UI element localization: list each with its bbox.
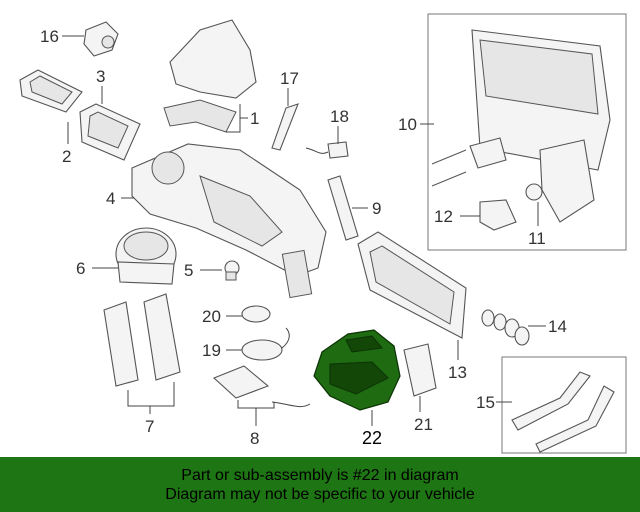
leader-lines [62,35,546,426]
part-5-screw[interactable] [224,260,240,281]
callout-1: 1 [250,109,259,128]
part-7-cabin-filter[interactable] [103,293,181,387]
part-20-cap[interactable] [241,305,271,323]
callout-2: 2 [62,147,71,166]
callout-12: 12 [434,207,453,226]
part-18-sensor[interactable] [305,141,349,159]
part-10-evaporator[interactable] [471,29,611,223]
callout-16: 16 [40,27,59,46]
callout-7: 7 [145,417,154,436]
callout-19: 19 [202,341,221,360]
part-11-o-ring[interactable] [525,183,543,201]
part-19-vent[interactable] [241,327,290,361]
part-16-actuator[interactable] [83,21,119,57]
callout-13: 13 [448,363,467,382]
banner-line-1: Part or sub-assembly is #22 in diagram [181,466,459,484]
part-17-sensor[interactable] [271,103,299,151]
part-22-blower-housing-highlighted[interactable] [313,329,401,411]
callout-5: 5 [184,261,193,280]
part-3-seal[interactable] [79,103,141,161]
callout-21: 21 [414,415,433,434]
banner-line-2: Diagram may not be specific to your vehi… [165,485,475,503]
part-15-hoses[interactable] [511,371,615,453]
part-13-heater-core[interactable] [357,231,467,339]
parts-diagram: 16 2 3 1 4 6 5 17 18 9 10 12 11 13 14 15… [19,13,627,454]
callout-11: 11 [528,229,546,248]
part-4-hvac-housing[interactable] [131,143,327,299]
callout-8: 8 [250,429,259,448]
part-21-resistor[interactable] [403,343,437,397]
part-6-blower-motor[interactable] [115,227,177,285]
callout-9: 9 [372,199,381,218]
callout-3: 3 [96,67,105,86]
callout-14: 14 [548,317,567,336]
evaporator-group-box [427,13,627,251]
callout-labels: 16 2 3 1 4 6 5 17 18 9 10 12 11 13 14 15… [40,27,567,448]
part-12-expansion-valve[interactable] [431,137,517,231]
callout-17: 17 [280,69,299,88]
callout-6: 6 [76,259,85,278]
part-1-upper-housing[interactable] [163,19,257,133]
part-8-duct[interactable] [212,365,311,408]
part-2-filter-housing[interactable] [19,69,83,113]
hose-group-box [501,356,627,454]
part-9-bracket[interactable] [327,175,359,241]
callout-20: 20 [202,307,221,326]
part-14-o-ring-kit[interactable] [481,309,530,346]
callout-10: 10 [398,115,417,134]
callout-15: 15 [476,393,495,412]
callout-4: 4 [106,189,115,208]
callout-22: 22 [362,428,382,448]
callout-18: 18 [330,107,349,126]
part-notice-banner: Part or sub-assembly is #22 in diagram D… [0,457,640,512]
